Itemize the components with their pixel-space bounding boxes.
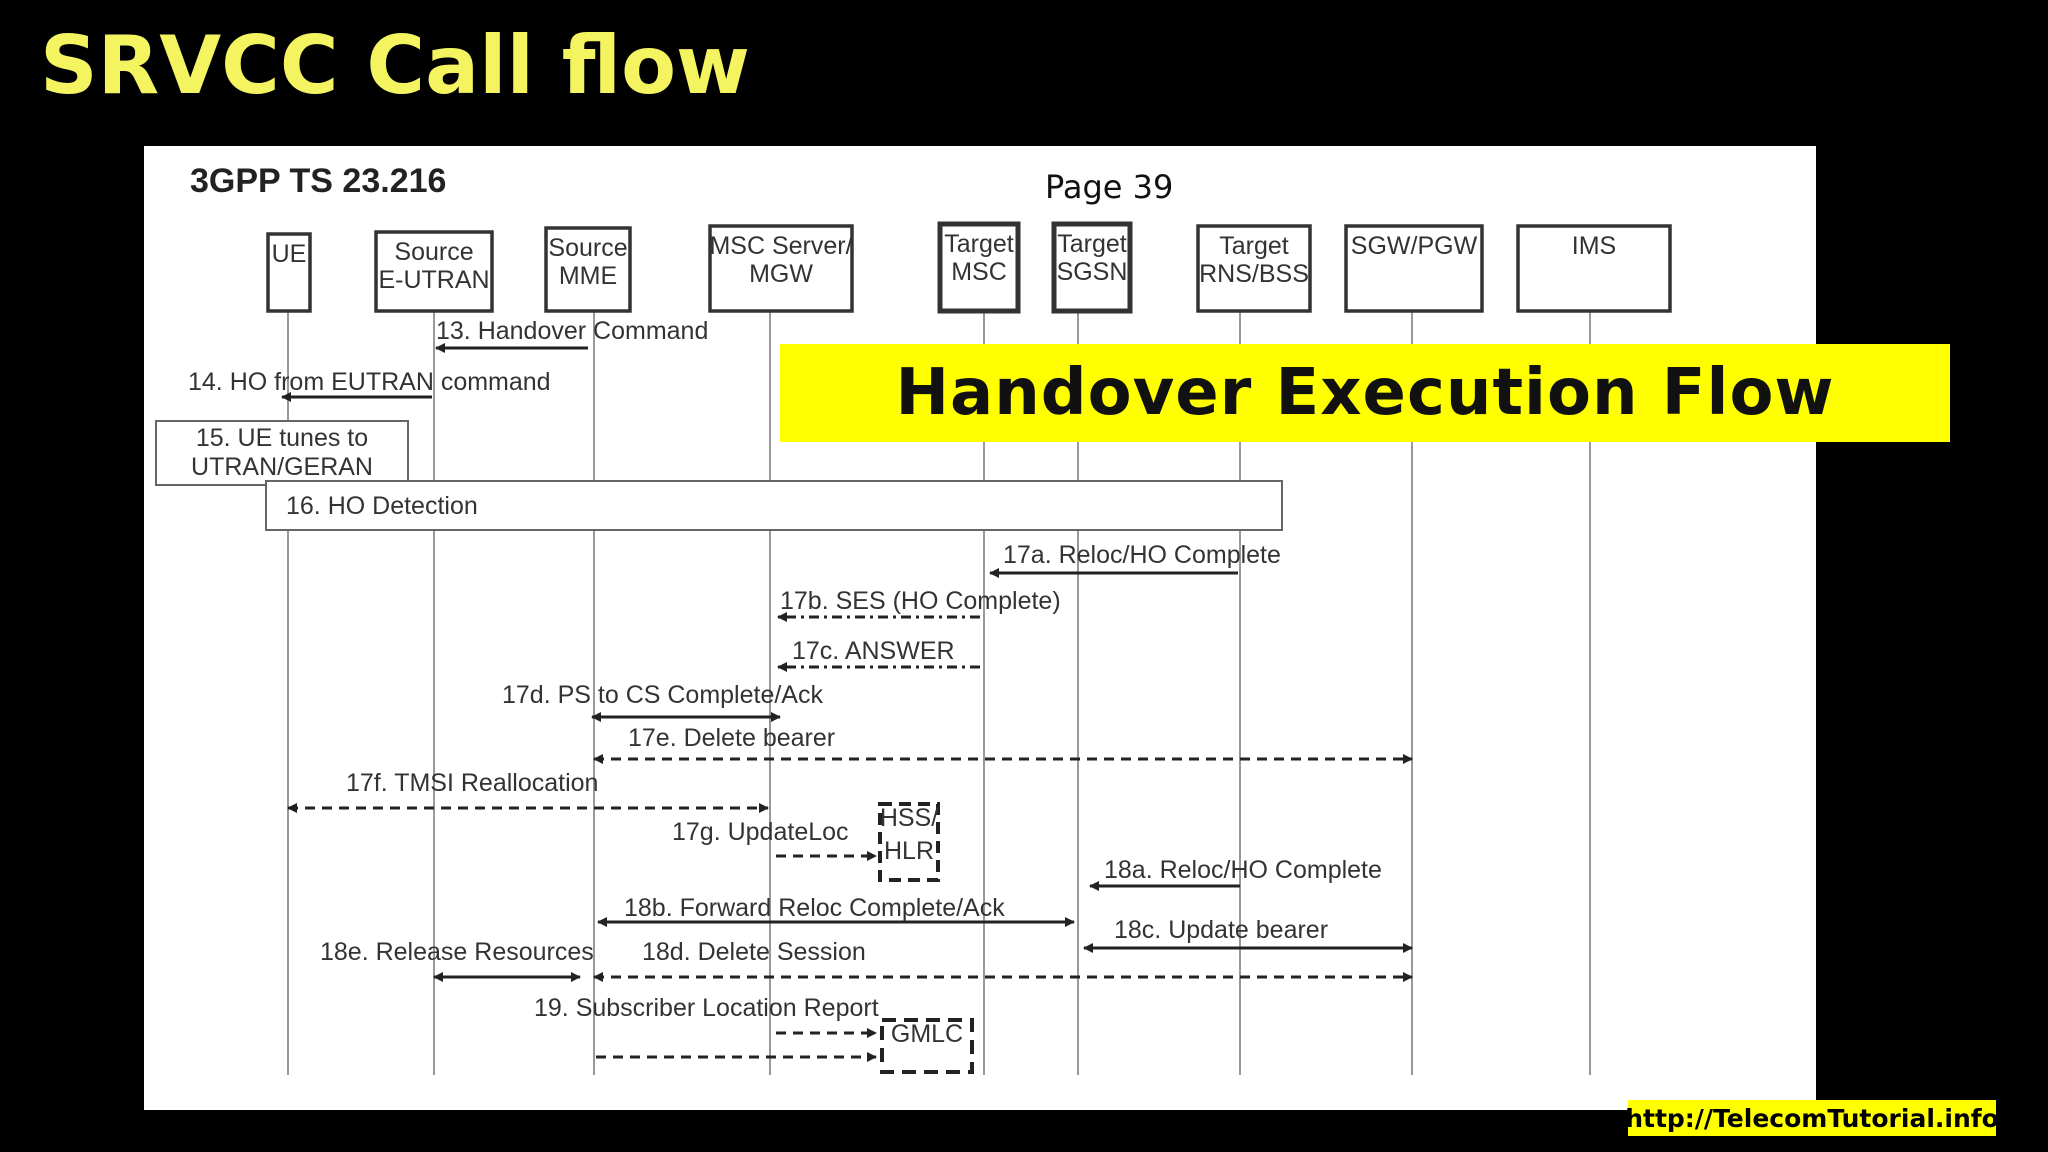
hss-hlr-label: HLR	[884, 837, 934, 865]
entity-label-src-mme: Source	[548, 234, 627, 262]
note-ho-detection	[265, 480, 1283, 531]
message-label-m18d: 18d. Delete Session	[642, 938, 866, 966]
message-label-m17f: 17f. TMSI Reallocation	[346, 769, 598, 797]
message-label-m17c: 17c. ANSWER	[792, 637, 955, 665]
entity-label-msc-mgw: MGW	[749, 260, 813, 288]
message-label-m17e: 17e. Delete bearer	[628, 724, 835, 752]
entity-label-tgt-msc: Target	[944, 230, 1014, 258]
entity-label-tgt-rns: Target	[1219, 232, 1289, 260]
message-label-m14: 14. HO from EUTRAN command	[188, 368, 551, 396]
hss-hlr-box	[878, 802, 940, 882]
message-label-m18c: 18c. Update bearer	[1114, 916, 1328, 944]
entity-box-ue	[266, 232, 312, 313]
slide-title: SRVCC Call flow	[40, 19, 750, 112]
entity-label-ue: UE	[272, 240, 307, 268]
message-label-m18e: 18e. Release Resources	[320, 938, 594, 966]
entity-box-src-eutran	[374, 230, 494, 313]
entity-box-ims	[1516, 224, 1672, 313]
note-ue-tunes-text: 15. UE tunes to	[196, 424, 368, 452]
entity-label-sgw-pgw: SGW/PGW	[1351, 232, 1478, 260]
website-link[interactable]: http://TelecomTutorial.info	[1625, 1100, 1999, 1136]
message-label-m13: 13. Handover Command	[436, 317, 708, 345]
gmlc-label: GMLC	[891, 1020, 963, 1048]
note-ho-detection-text: 16. HO Detection	[286, 492, 478, 520]
entity-label-tgt-sgsn: SGSN	[1057, 258, 1128, 286]
entity-box-tgt-rns	[1196, 224, 1312, 313]
entity-label-tgt-msc: MSC	[951, 258, 1007, 286]
entity-label-ims: IMS	[1572, 232, 1616, 260]
entity-label-src-mme: MME	[559, 262, 617, 290]
entity-label-tgt-rns: RNS/BSS	[1199, 260, 1309, 288]
message-label-m18b: 18b. Forward Reloc Complete/Ack	[624, 894, 1005, 922]
gmlc-box	[880, 1018, 974, 1074]
entity-label-src-eutran: E-UTRAN	[378, 266, 489, 294]
message-label-m17b: 17b. SES (HO Complete)	[780, 587, 1061, 615]
page-number: Page 39	[1045, 168, 1174, 206]
handover-execution-banner: Handover Execution Flow	[780, 344, 1950, 442]
spec-reference: 3GPP TS 23.216	[190, 162, 447, 200]
message-label-m17a: 17a. Reloc/HO Complete	[1003, 541, 1281, 569]
message-label-m17d: 17d. PS to CS Complete/Ack	[502, 681, 823, 709]
entity-box-sgw-pgw	[1344, 224, 1484, 313]
message-label-m18a: 18a. Reloc/HO Complete	[1104, 856, 1382, 884]
entity-box-src-mme	[544, 226, 632, 313]
entity-label-tgt-sgsn: Target	[1057, 230, 1127, 258]
entity-box-msc-mgw	[708, 224, 854, 313]
entity-label-src-eutran: Source	[394, 238, 473, 266]
entity-box-tgt-msc	[937, 221, 1021, 314]
note-ue-tunes-text: UTRAN/GERAN	[191, 453, 373, 481]
message-label-m19: 19. Subscriber Location Report	[534, 994, 879, 1022]
message-label-m17g: 17g. UpdateLoc	[672, 818, 849, 846]
entity-box-tgt-sgsn	[1051, 221, 1133, 314]
hss-hlr-label: HSS/	[880, 804, 938, 832]
entity-label-msc-mgw: MSC Server/	[709, 232, 852, 260]
